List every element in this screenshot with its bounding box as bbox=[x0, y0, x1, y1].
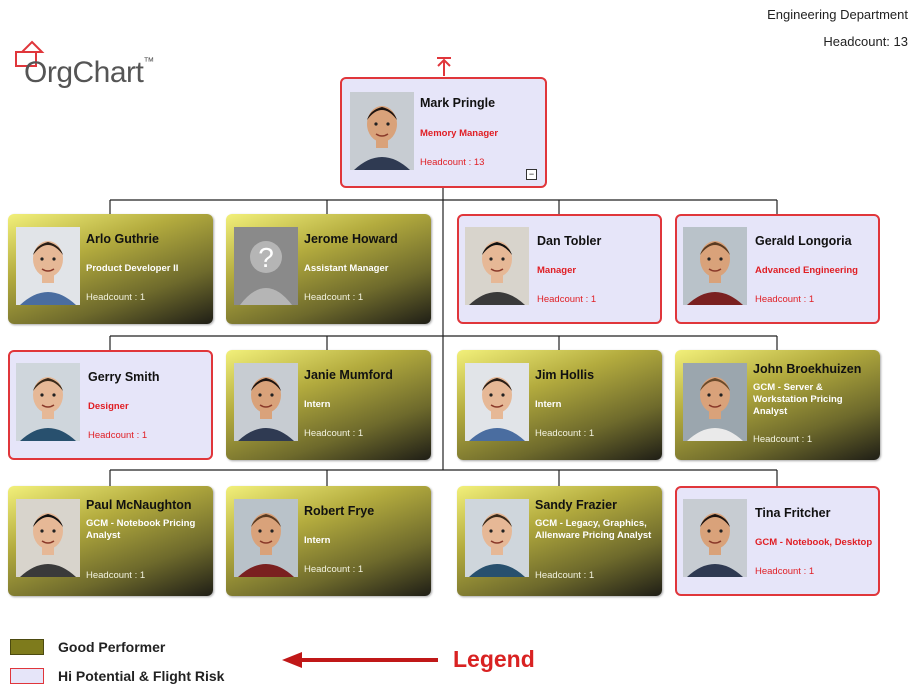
person-title: Intern bbox=[304, 399, 331, 410]
avatar bbox=[16, 227, 80, 305]
person-title: Advanced Engineering bbox=[755, 265, 858, 276]
legend-arrow-icon bbox=[282, 652, 438, 668]
legend-label-hipo: Hi Potential & Flight Risk bbox=[58, 668, 225, 684]
person-name: John Broekhuizen bbox=[753, 362, 862, 376]
person-title: Memory Manager bbox=[420, 128, 499, 139]
person-title: GCM - Notebook Pricing Analyst bbox=[86, 518, 196, 541]
person-title: Product Developer II bbox=[86, 263, 179, 274]
person-headcount: Headcount : 1 bbox=[304, 564, 364, 575]
avatar bbox=[683, 227, 747, 305]
person-name: Gerald Longoria bbox=[755, 234, 852, 248]
person-name: Paul McNaughton bbox=[86, 498, 192, 512]
person-name: Arlo Guthrie bbox=[86, 232, 159, 246]
person-name: Mark Pringle bbox=[420, 96, 496, 110]
legend-swatch-good bbox=[10, 639, 44, 655]
avatar bbox=[16, 363, 80, 441]
avatar bbox=[234, 499, 298, 577]
person-headcount: Headcount : 1 bbox=[86, 570, 146, 581]
person-headcount: Headcount : 1 bbox=[304, 292, 364, 303]
avatar bbox=[465, 499, 529, 577]
person-title: Designer bbox=[88, 401, 129, 412]
person-headcount: Headcount : 1 bbox=[537, 294, 597, 305]
person-name: Dan Tobler bbox=[537, 234, 602, 248]
avatar bbox=[16, 499, 80, 577]
avatar bbox=[234, 363, 298, 441]
avatar bbox=[465, 227, 529, 305]
avatar bbox=[465, 363, 529, 441]
person-name: Jerome Howard bbox=[304, 232, 398, 246]
person-name: Jim Hollis bbox=[535, 368, 595, 382]
person-headcount: Headcount : 1 bbox=[753, 434, 813, 445]
collapse-button[interactable]: − bbox=[526, 169, 537, 180]
legend-swatch-hipo bbox=[10, 668, 44, 684]
avatar bbox=[683, 363, 747, 441]
department-label: Engineering Department bbox=[767, 7, 908, 22]
avatar bbox=[683, 499, 747, 577]
total-headcount: Headcount: 13 bbox=[823, 34, 908, 49]
legend-item-hipo: Hi Potential & Flight Risk bbox=[10, 668, 224, 684]
person-title: Assistant Manager bbox=[304, 263, 389, 274]
person-name: Sandy Frazier bbox=[535, 498, 617, 512]
person-headcount: Headcount : 1 bbox=[88, 430, 148, 441]
person-headcount: Headcount : 1 bbox=[535, 428, 595, 439]
person-name: Robert Frye bbox=[304, 504, 375, 518]
legend-item-good: Good Performer bbox=[10, 639, 165, 655]
logo-mark-icon bbox=[15, 40, 45, 67]
svg-text:?: ? bbox=[258, 242, 274, 273]
logo-text: OrgChart bbox=[24, 56, 144, 89]
person-title: Intern bbox=[535, 399, 562, 410]
orgchart-logo: OrgChart™ bbox=[10, 38, 154, 94]
org-card-root[interactable]: Mark Pringle Memory Manager Headcount : … bbox=[340, 77, 547, 188]
logo-trademark: ™ bbox=[143, 56, 154, 68]
legend-label-good: Good Performer bbox=[58, 639, 166, 655]
avatar bbox=[350, 92, 414, 170]
person-title: Intern bbox=[304, 535, 331, 546]
person-title: GCM - Server & Workstation Pricing Analy… bbox=[753, 382, 843, 417]
person-title: GCM - Notebook, Desktop bbox=[755, 537, 873, 548]
person-headcount: Headcount : 1 bbox=[304, 428, 364, 439]
person-name: Gerry Smith bbox=[88, 370, 160, 384]
person-name: Janie Mumford bbox=[304, 368, 393, 382]
person-headcount: Headcount : 1 bbox=[755, 294, 815, 305]
person-name: Tina Fritcher bbox=[755, 506, 831, 520]
legend-heading: Legend bbox=[453, 646, 535, 672]
person-headcount: Headcount : 13 bbox=[420, 157, 485, 168]
person-headcount: Headcount : 1 bbox=[755, 566, 815, 577]
person-title: Manager bbox=[537, 265, 577, 276]
avatar: ? bbox=[234, 227, 298, 305]
person-title: GCM - Legacy, Graphics, Allenware Pricin… bbox=[535, 518, 652, 541]
person-headcount: Headcount : 1 bbox=[535, 570, 595, 581]
expand-up-icon[interactable] bbox=[435, 56, 453, 78]
person-headcount: Headcount : 1 bbox=[86, 292, 146, 303]
